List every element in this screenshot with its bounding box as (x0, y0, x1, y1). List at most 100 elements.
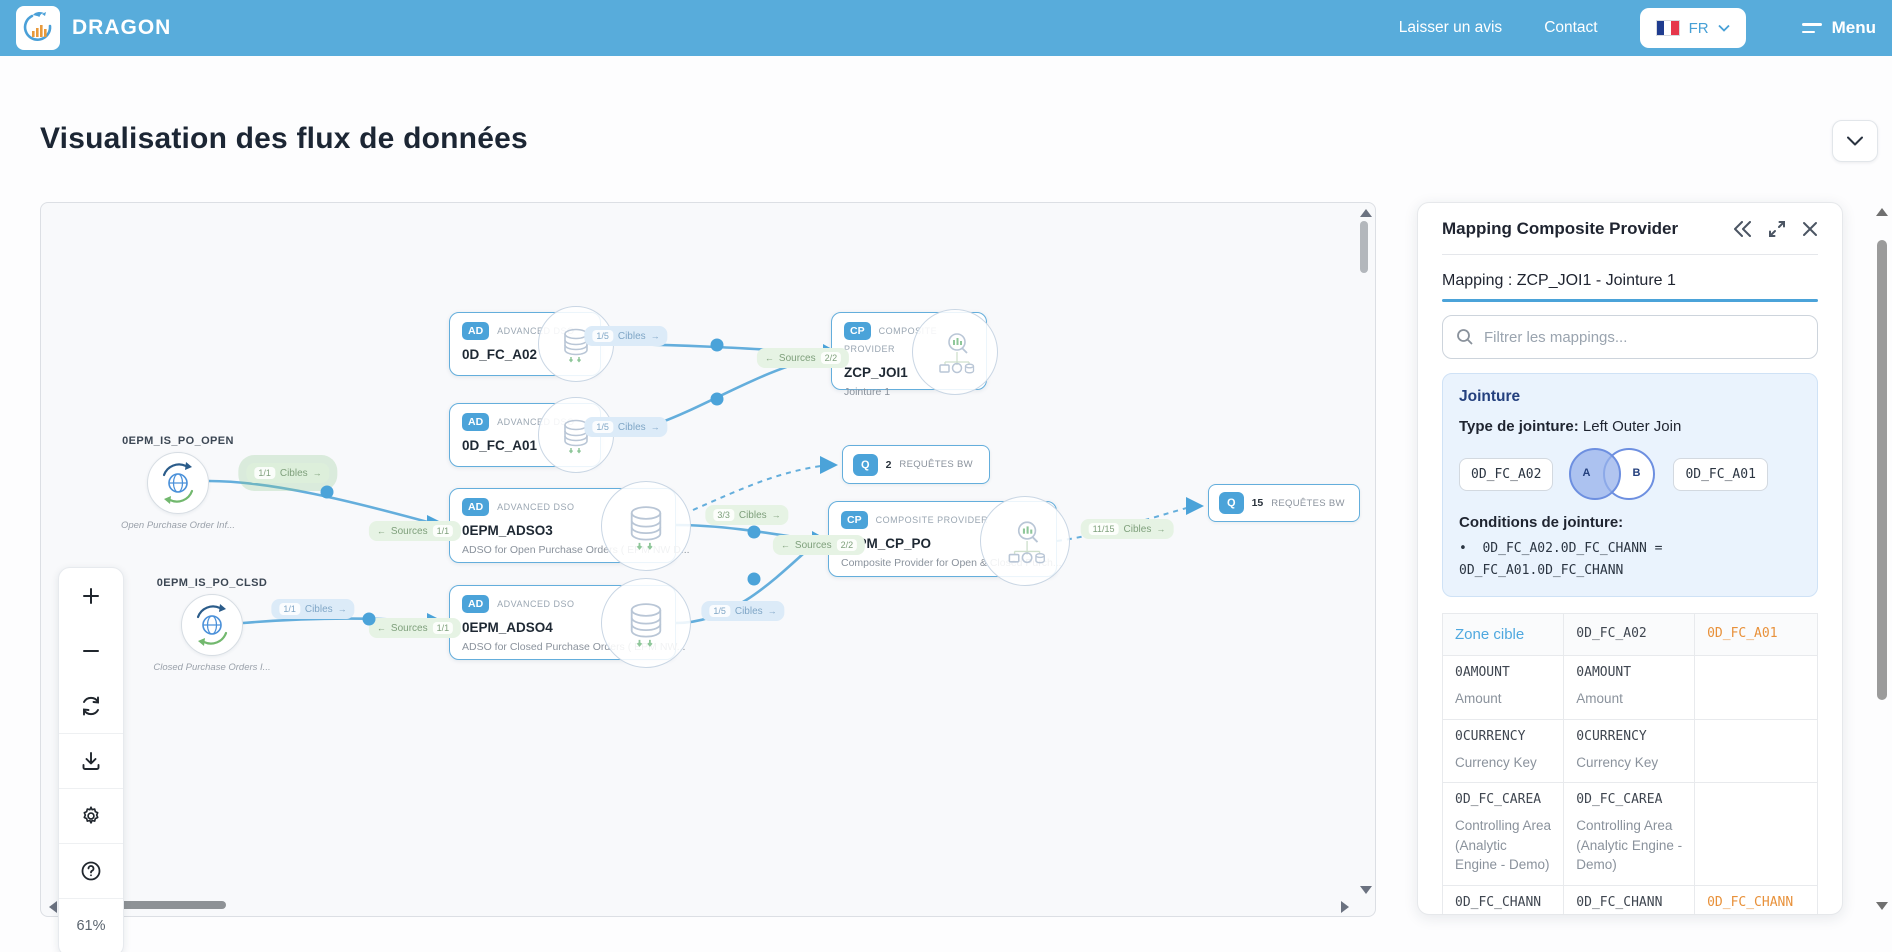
pill-label: Cibles (738, 509, 767, 521)
page-scrollbar[interactable] (1876, 202, 1888, 947)
pill-label: Sources (794, 539, 832, 551)
node-datasource-clsd[interactable]: 0EPM_IS_PO_CLSD Closed Purchase Orders I… (132, 577, 292, 673)
expand-panel-icon[interactable] (1768, 220, 1786, 238)
pill-label: Cibles (304, 603, 333, 615)
horizontal-scroll-thumb[interactable] (116, 901, 226, 909)
dragon-logo[interactable] (16, 6, 60, 50)
pill-count: 3/3 (713, 509, 734, 521)
mapping-filter[interactable] (1442, 315, 1818, 359)
venn-label-b: B (1632, 467, 1641, 479)
mapping-cell: 0D_FC_CHANN (1563, 885, 1696, 914)
nav-feedback-link[interactable]: Laisser un avis (1398, 19, 1503, 36)
mapping-panel: Mapping Composite Provider (1417, 202, 1843, 915)
scroll-up-arrow[interactable] (1360, 209, 1372, 217)
language-selector[interactable]: FR (1639, 8, 1746, 48)
datasource-title: 0EPM_IS_PO_OPEN (122, 435, 234, 447)
pill-count: 1/1 (254, 467, 275, 479)
venn-diagram: A B (1569, 448, 1657, 500)
pill-label: Cibles (617, 330, 646, 342)
scroll-right-arrow[interactable] (1341, 901, 1349, 913)
field-description: Controlling Area (Analytic Engine - Demo… (1455, 818, 1552, 873)
help-button[interactable] (59, 843, 123, 898)
cp-badge: CP (844, 322, 871, 340)
node-datasource-open[interactable]: 0EPM_IS_PO_OPEN Open Purchase Order Inf.… (98, 435, 258, 531)
canvas-horizontal-scrollbar[interactable] (41, 901, 1375, 913)
panel-title: Mapping Composite Provider (1442, 219, 1679, 238)
database-watermark-icon (538, 306, 614, 382)
mapping-cell: 0D_FC_CAREA Controlling Area (Analytic En… (1563, 782, 1696, 886)
page-scroll-up-arrow[interactable] (1876, 208, 1888, 216)
menu-button[interactable]: Menu (1801, 18, 1876, 38)
zoom-out-button[interactable] (59, 623, 123, 678)
field-code: 0D_FC_CAREA (1576, 792, 1663, 808)
field-code: 0D_FC_CHANN (1576, 895, 1663, 910)
composite-watermark-icon (912, 309, 998, 395)
subtitle-underline (1442, 299, 1818, 302)
scroll-down-arrow[interactable] (1360, 886, 1372, 894)
collapse-section-button[interactable] (1832, 120, 1878, 162)
pill-count: 11/15 (1088, 523, 1119, 535)
zoom-level-label: 61% (59, 898, 123, 952)
adso-badge: AD (462, 322, 490, 340)
node-queries-15[interactable]: Q 15 REQUÊTES BW (1208, 484, 1360, 522)
download-button[interactable] (59, 733, 123, 788)
pill-count: 1/1 (279, 603, 300, 615)
zoom-in-button[interactable] (59, 568, 123, 623)
vertical-scroll-thumb[interactable] (1360, 221, 1368, 273)
refresh-button[interactable] (59, 678, 123, 733)
panel-divider (1442, 254, 1818, 255)
close-panel-icon[interactable] (1802, 221, 1818, 237)
nav-contact-link[interactable]: Contact (1544, 19, 1598, 36)
adso-badge: AD (462, 498, 490, 516)
node-name: ZCP_JOI1 (844, 365, 908, 381)
adso-badge: AD (462, 595, 490, 613)
node-name: 0D_FC_A01 (462, 438, 538, 454)
header-0d-fc-a02: 0D_FC_A02 (1563, 613, 1696, 657)
field-description: Controlling Area (Analytic Engine - Demo… (1576, 818, 1683, 873)
mapping-cell (1694, 782, 1818, 886)
jointure-type-label: Type de jointure: (1459, 418, 1579, 435)
pill-arrow-icon: → (650, 331, 660, 341)
query-label: REQUÊTES BW (1271, 497, 1345, 509)
field-code: 0D_FC_CHANN (1455, 895, 1542, 910)
page-scroll-down-arrow[interactable] (1876, 902, 1888, 910)
mapping-subtitle: Mapping : ZCP_JOI1 - Jointure 1 (1442, 272, 1676, 289)
query-count: 15 (1251, 497, 1264, 509)
cp-badge: CP (841, 511, 868, 529)
scroll-left-arrow[interactable] (49, 901, 57, 913)
composite-watermark-icon (980, 496, 1070, 586)
collapse-panel-icon[interactable] (1733, 221, 1752, 237)
mapping-filter-input[interactable] (1484, 328, 1804, 346)
pill-arrow-icon: → (312, 468, 322, 478)
page-scroll-thumb[interactable] (1877, 240, 1887, 700)
chevron-down-icon (1717, 24, 1730, 32)
dataflow-canvas[interactable]: 0EPM_IS_PO_OPEN Open Purchase Order Inf.… (40, 202, 1376, 917)
settings-button[interactable] (59, 788, 123, 843)
canvas-vertical-scrollbar[interactable] (1360, 203, 1372, 916)
node-queries-2[interactable]: Q 2 REQUÊTES BW (842, 445, 990, 484)
language-code: FR (1688, 19, 1709, 37)
pill-label: Cibles (734, 605, 763, 617)
